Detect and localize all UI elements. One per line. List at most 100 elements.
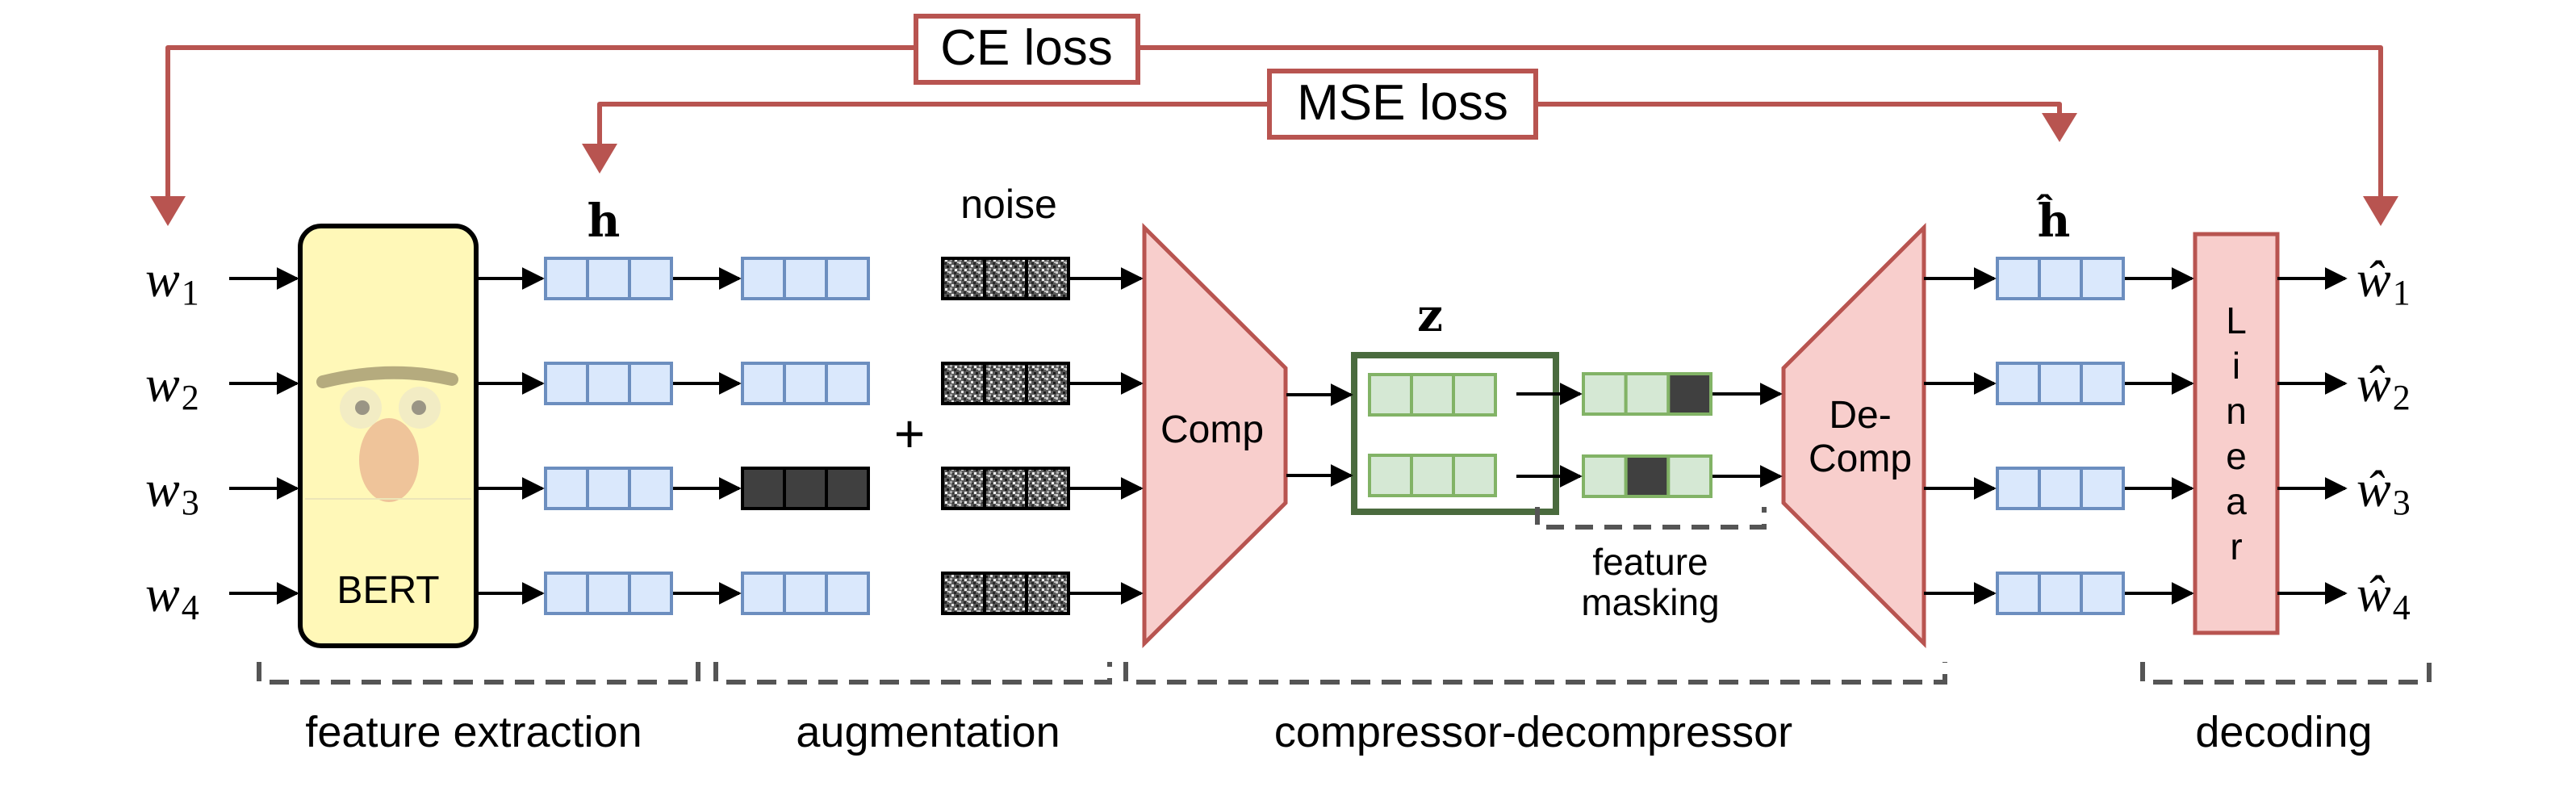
vector-cell [586, 257, 631, 300]
input-token-subscript: 3 [182, 483, 199, 522]
vector-cell [941, 362, 986, 405]
vector-cell [1996, 257, 2041, 300]
vector-cell [2080, 572, 2125, 615]
vector-cell [586, 362, 631, 405]
linear-letter: a [2226, 480, 2247, 522]
vector-cell [1410, 454, 1455, 497]
decoding-bracket [2140, 662, 2432, 685]
vector-cell [1666, 454, 1712, 498]
vector-cell [1582, 372, 1628, 416]
linear-letter: e [2226, 435, 2247, 477]
vector-cell [586, 467, 631, 510]
vector-cell [1624, 372, 1671, 416]
vector-cell [1996, 572, 2041, 615]
vector-cell [941, 572, 986, 615]
input-token-subscript: 1 [182, 273, 199, 312]
augmented-vector [741, 257, 870, 300]
decomp-label-line1: De- [1829, 394, 1891, 437]
linear-letter: L [2226, 299, 2247, 341]
h-hat-vector [1996, 572, 2125, 615]
output-token-w-hat4: ŵ4 [2356, 565, 2411, 627]
vector-cell [628, 362, 673, 405]
ce-loss-box: CE loss [914, 14, 1140, 85]
linear-letter: i [2232, 345, 2240, 387]
vector-cell [941, 467, 986, 510]
h-hat-label: ĥ [2036, 194, 2071, 248]
vector-cell [544, 257, 589, 300]
output-token-subscript: 3 [2393, 483, 2411, 522]
noise-label: noise [960, 182, 1057, 227]
feature-extraction-bracket [257, 662, 700, 685]
comp-label: Comp [1160, 408, 1264, 451]
vector-cell [2038, 257, 2083, 300]
stage-decoding: decoding [2195, 708, 2372, 756]
bert-face-icon [305, 366, 471, 502]
noise-vector [941, 257, 1070, 300]
vector-cell [1368, 373, 1413, 417]
vector-cell [2038, 572, 2083, 615]
mse-loss-arrow [582, 102, 2077, 174]
stage-brackets [257, 662, 2432, 685]
vector-cell [741, 362, 786, 405]
output-token-subscript: 2 [2393, 378, 2411, 417]
vector-cell [1666, 372, 1712, 416]
noise-vector [941, 572, 1070, 615]
h-vector [544, 572, 673, 615]
h-vector [544, 257, 673, 300]
plus-sign: + [894, 404, 926, 463]
masked-latent-vector [1582, 454, 1712, 498]
output-token-w-hat1: ŵ1 [2356, 250, 2411, 312]
vector-cell [741, 572, 786, 615]
vector-cell [825, 257, 870, 300]
h-vector [544, 467, 673, 510]
stage-augmentation: augmentation [796, 708, 1060, 756]
decomp-label-line2: Comp [1809, 438, 1912, 480]
z-vector [1368, 454, 1497, 497]
vector-cell [544, 572, 589, 615]
masked-augmented-vector [741, 467, 870, 510]
vector-cell [2038, 467, 2083, 510]
vector-cell [1452, 454, 1497, 497]
vector-cell [783, 362, 828, 405]
vector-cell [628, 257, 673, 300]
input-token-w4: w4 [145, 565, 199, 627]
masked-latent-vector [1582, 372, 1712, 416]
compressor-decompressor-bracket [1123, 662, 1947, 685]
h-hat-vector [1996, 362, 2125, 405]
vector-cell [1025, 257, 1070, 300]
output-token-subscript: 1 [2393, 273, 2411, 312]
vector-cell [1025, 362, 1070, 405]
feature-masking-label-line2: masking [1581, 581, 1719, 623]
vector-cell [628, 467, 673, 510]
mse-loss-label: MSE loss [1297, 75, 1508, 131]
augmented-vectors [741, 257, 870, 615]
feature-masking-group: feature masking [1535, 507, 1767, 623]
stage-feature-extraction: feature extraction [305, 708, 642, 756]
noise-vector [941, 362, 1070, 405]
input-token-w3: w3 [145, 460, 199, 522]
vector-cell [1996, 362, 2041, 405]
vector-cell [983, 467, 1028, 510]
vector-cell [1025, 467, 1070, 510]
vector-cell [941, 257, 986, 300]
vector-cell [825, 362, 870, 405]
h-hat-vector [1996, 467, 2125, 510]
bert-block: BERT [298, 224, 479, 648]
vector-cell [2080, 467, 2125, 510]
vector-cell [741, 467, 786, 510]
z-label: z [1417, 289, 1443, 342]
ce-loss-label: CE loss [940, 20, 1113, 76]
h-hat-vectors [1996, 257, 2125, 615]
vector-cell [544, 467, 589, 510]
linear-letter: r [2230, 526, 2242, 567]
linear-letter: n [2226, 390, 2247, 432]
vector-cell [1996, 467, 2041, 510]
input-token-w2: w2 [145, 355, 199, 417]
mse-loss-box: MSE loss [1267, 69, 1538, 140]
z-vector [1368, 373, 1497, 417]
stage-compressor-decompressor: compressor-decompressor [1274, 708, 1792, 756]
output-token-w-hat2: ŵ2 [2356, 355, 2411, 417]
connection-arrows [229, 267, 2348, 605]
